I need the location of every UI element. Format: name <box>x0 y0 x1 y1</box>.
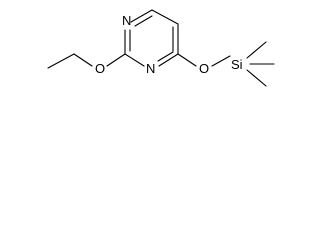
bond-c4-o-silyl <box>177 53 197 67</box>
bond-n1-c6 <box>130 9 153 23</box>
bond-c4-n3-inner <box>157 51 174 62</box>
ethoxy-group <box>47 53 126 69</box>
chemical-structure-diagram: N N O O Si <box>47 9 275 87</box>
atom-label-o-ethoxy: O <box>95 61 105 76</box>
atom-label-n3: N <box>146 61 155 76</box>
bond-c6-c5 <box>151 9 179 25</box>
bond-n1-c6-inner <box>134 15 153 27</box>
atom-label-o-silyl: O <box>199 61 209 76</box>
pyrimidine-ring <box>124 9 179 67</box>
bond-o-ch2 <box>73 53 93 67</box>
atom-label-si: Si <box>231 57 243 72</box>
bond-o-si <box>211 55 231 67</box>
bond-si-methyl-top <box>246 41 267 59</box>
bond-c2-o-ethoxy <box>106 53 126 67</box>
bond-ch2-ch3 <box>47 53 75 69</box>
bond-si-methyl-bottom <box>246 69 267 87</box>
bond-c4-n3 <box>158 53 179 67</box>
bond-n3-c2 <box>124 53 145 67</box>
trimethylsilyloxy-group <box>177 41 275 87</box>
atom-label-n1: N <box>122 13 131 28</box>
